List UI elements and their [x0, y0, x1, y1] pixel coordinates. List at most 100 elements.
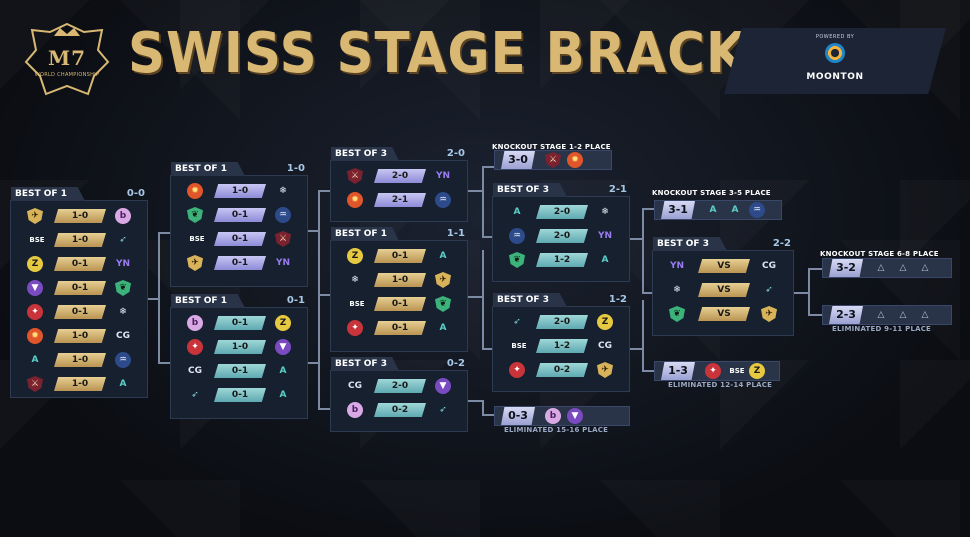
- yn-icon: YN: [597, 231, 613, 241]
- match-row[interactable]: ✦0-2✈: [493, 361, 631, 379]
- result-record: 3-0: [501, 151, 535, 169]
- result-label: KNOCKOUT STAGE 3-5 PLACE: [652, 189, 771, 197]
- match-score: 0-1: [54, 281, 106, 295]
- a-icon: A: [731, 205, 739, 215]
- match-row[interactable]: ❄VS➶: [653, 281, 795, 299]
- connector-line: [482, 166, 484, 238]
- wolf-icon: ❄: [673, 285, 681, 295]
- match-row[interactable]: ❦0-1♒: [171, 206, 309, 224]
- yn-icon: YN: [435, 171, 451, 181]
- liquid-icon: ♒: [275, 207, 291, 223]
- round-format-label: BEST OF 3: [331, 147, 399, 161]
- connector-line: [808, 268, 810, 316]
- a-icon: A: [31, 355, 39, 365]
- bunny-icon: b: [115, 208, 131, 224]
- crest-icon: ✦: [27, 304, 43, 320]
- match-score: 2-0: [536, 315, 588, 329]
- connector-line: [318, 190, 320, 294]
- round-record: 1-2: [608, 294, 627, 305]
- moonton-logo-icon: [825, 43, 845, 63]
- match-score: 0-1: [374, 297, 426, 311]
- a-icon: A: [439, 251, 447, 261]
- eagle-icon: ✈: [597, 362, 613, 378]
- match-row[interactable]: ▼0-1❦: [11, 279, 149, 297]
- connector-line: [482, 166, 494, 168]
- bunny-icon: b: [347, 402, 363, 418]
- bunny-icon: b: [187, 315, 203, 331]
- match-score: VS: [698, 283, 750, 297]
- visor-icon: ▼: [275, 339, 291, 355]
- match-score: 0-1: [214, 364, 266, 378]
- sponsor-prefix: POWERED BY: [815, 34, 855, 40]
- match-row[interactable]: ❄1-0✈: [331, 271, 469, 289]
- connector-line: [148, 298, 159, 300]
- round-format-label: BEST OF 1: [171, 294, 245, 308]
- round-record: 0-0: [126, 188, 145, 199]
- connector-line: [642, 292, 652, 294]
- match-row[interactable]: ✦0-1❄: [11, 303, 149, 321]
- connector-line: [808, 314, 822, 316]
- connector-line: [642, 370, 654, 372]
- a-icon: A: [439, 323, 447, 333]
- connector-line: [630, 238, 642, 240]
- connector-line: [468, 296, 482, 298]
- logo-m7-text: M7: [47, 46, 87, 70]
- match-row[interactable]: ✹2-1♒: [331, 191, 469, 209]
- bse-icon: BSE: [511, 342, 527, 350]
- connector-line: [318, 294, 330, 296]
- result-record: 3-1: [661, 201, 695, 219]
- visor-icon: ▼: [435, 378, 451, 394]
- round-record: 2-1: [608, 184, 627, 195]
- match-score: 1-0: [54, 233, 106, 247]
- match-row[interactable]: ✦1-0▼: [171, 338, 309, 356]
- match-score: VS: [698, 259, 750, 273]
- leaf-icon: ❦: [669, 306, 685, 322]
- match-row[interactable]: ✹1-0❄: [171, 182, 309, 200]
- result-label: ELIMINATED 12-14 PLACE: [668, 381, 773, 389]
- connector-line: [482, 236, 492, 238]
- connector-line: [482, 400, 484, 416]
- round-format-label: BEST OF 1: [331, 227, 399, 241]
- result-label: KNOCKOUT STAGE 6-8 PLACE: [820, 250, 939, 258]
- connector-line: [158, 232, 160, 364]
- match-score: 0-1: [54, 305, 106, 319]
- round-record: 2-0: [446, 148, 465, 159]
- connector-line: [308, 230, 319, 232]
- bse-icon: BSE: [189, 235, 205, 243]
- connector-line: [642, 300, 644, 370]
- result-q32: 3-2△△△: [822, 258, 952, 278]
- cg-icon: CG: [762, 261, 776, 271]
- match-row[interactable]: ❦VS✈: [653, 305, 795, 323]
- leaf-icon: ❦: [187, 207, 203, 223]
- warrior-icon: ⚔: [27, 376, 43, 392]
- round-record: 1-0: [286, 163, 305, 174]
- eagle-icon: ✈: [761, 306, 777, 322]
- match-score: 1-2: [536, 339, 588, 353]
